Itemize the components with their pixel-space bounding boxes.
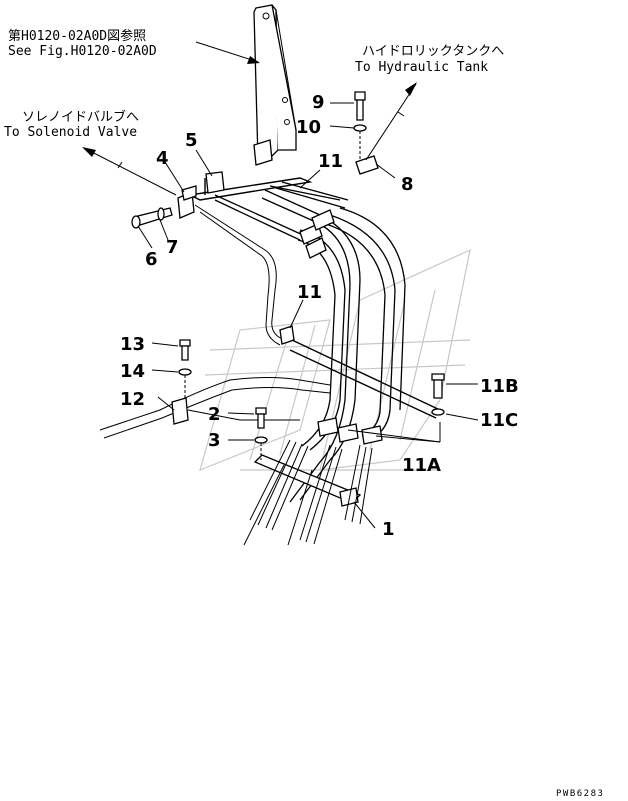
lower-hoses [243,439,373,546]
bolt-11b [431,373,445,399]
callout-2: 2 [208,404,221,425]
solenoid-arrow [82,147,177,196]
tank-label-en: To Hydraulic Tank [355,60,488,75]
callout-11b: 11B [480,376,519,397]
watermark-logo [199,248,471,472]
callout-3: 3 [208,430,221,451]
cross-beam [99,339,441,439]
support-rail [187,171,313,241]
washer-14 [178,368,192,376]
callout-1: 1 [382,519,395,540]
mounting-bracket [253,4,297,166]
fig-ref-arrow [195,41,260,64]
callout-11-middle: 11 [297,282,322,303]
callout-11-upper: 11 [318,151,343,172]
callout-5: 5 [185,130,198,151]
washer-7 [157,207,165,221]
callout-10: 10 [296,117,321,138]
fig-ref-jp: 第H0120-02A0D図参照 [8,28,146,44]
bolt-2 [255,407,267,429]
callout-8: 8 [401,174,414,195]
washer-3 [254,436,268,444]
tank-arrow [365,82,417,161]
callout-14: 14 [120,361,145,382]
washer-10 [353,124,367,132]
callout-6: 6 [145,249,158,270]
callout-7: 7 [166,237,179,258]
clamp-4 [177,185,197,219]
callout-9: 9 [312,92,325,113]
bolt-13 [179,339,191,361]
bolt-6 [131,207,173,229]
bottom-mount [253,454,362,507]
washer-11c [431,408,445,416]
bolt-9 [354,91,366,121]
clamp-8 [355,155,379,175]
leader-lines [137,102,479,529]
callout-12: 12 [120,389,145,410]
tank-label-jp: ハイドロリックタンクへ [362,44,504,59]
callout-11a: 11A [402,455,441,476]
solenoid-label-en: To Solenoid Valve [4,125,137,140]
callout-11c: 11C [480,410,518,431]
pilot-line [194,204,295,346]
drawing-code: PWB6283 [556,789,604,799]
solenoid-label-jp: ソレノイドバルブへ [22,109,139,125]
hose-fittings [299,209,383,445]
callout-4: 4 [156,148,169,169]
callout-13: 13 [120,334,145,355]
fig-ref-en: See Fig.H0120-02A0D [8,44,157,59]
